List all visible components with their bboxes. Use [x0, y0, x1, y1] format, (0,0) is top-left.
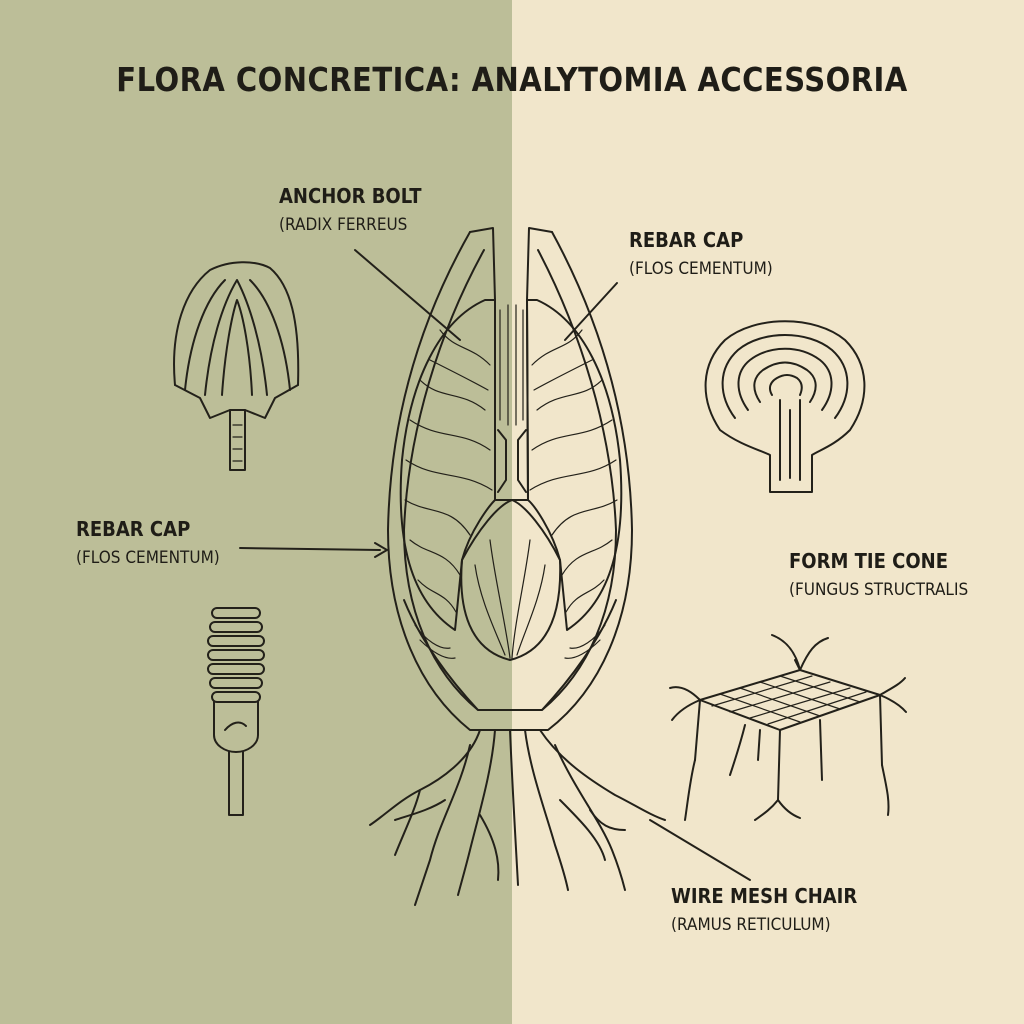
label-wire-mesh-chair-name: WIRE MESH CHAIR [671, 884, 858, 908]
label-anchor-bolt-name: ANCHOR BOLT [279, 184, 422, 208]
label-rebar-cap-right-latin: (FLOS CEMENTUM) [629, 259, 773, 279]
wire-mesh-illustration [669, 634, 907, 821]
label-rebar-cap-left: REBAR CAP (FLOS CEMENTUM) [76, 517, 236, 568]
rebar-cap-shell-illustration [704, 320, 866, 493]
label-rebar-cap-right-name: REBAR CAP [629, 228, 744, 252]
label-anchor-bolt-latin: (RADIX FERREUS [279, 215, 408, 235]
root-system [369, 729, 666, 906]
anchor-bolt-bud-illustration [173, 261, 300, 471]
label-rebar-cap-right: REBAR CAP (FLOS CEMENTUM) [629, 228, 789, 279]
label-rebar-cap-left-name: REBAR CAP [76, 517, 191, 541]
label-form-tie-cone: FORM TIE CONE (FUNGUS STRUCTRALIS [789, 549, 988, 600]
central-seed-pod [387, 227, 633, 731]
left-panel-background [0, 0, 512, 1024]
label-rebar-cap-left-latin: (FLOS CEMENTUM) [76, 548, 220, 568]
rebar-cap-right-leader [564, 282, 618, 341]
label-form-tie-cone-name: FORM TIE CONE [789, 549, 949, 573]
label-form-tie-cone-latin: (FUNGUS STRUCTRALIS [789, 580, 969, 600]
rebar-cap-left-arrowhead [374, 542, 388, 558]
label-wire-mesh-chair-latin: (RAMUS RETICULUM) [671, 915, 831, 935]
right-panel-background [512, 0, 1024, 1024]
plate-title: FLORA CONCRETICA: ANALYTOMIA ACCESSORIA [116, 60, 908, 99]
rebar-cap-left-leader [239, 547, 381, 551]
wire-mesh-chair-leader [649, 819, 751, 881]
label-anchor-bolt: ANCHOR BOLT (RADIX FERREUS [279, 184, 437, 235]
leader-lines [239, 249, 751, 881]
label-wire-mesh-chair: WIRE MESH CHAIR (RAMUS RETICULUM) [671, 884, 878, 935]
coil-spring-illustration [207, 607, 265, 816]
anchor-bolt-leader [354, 249, 461, 341]
